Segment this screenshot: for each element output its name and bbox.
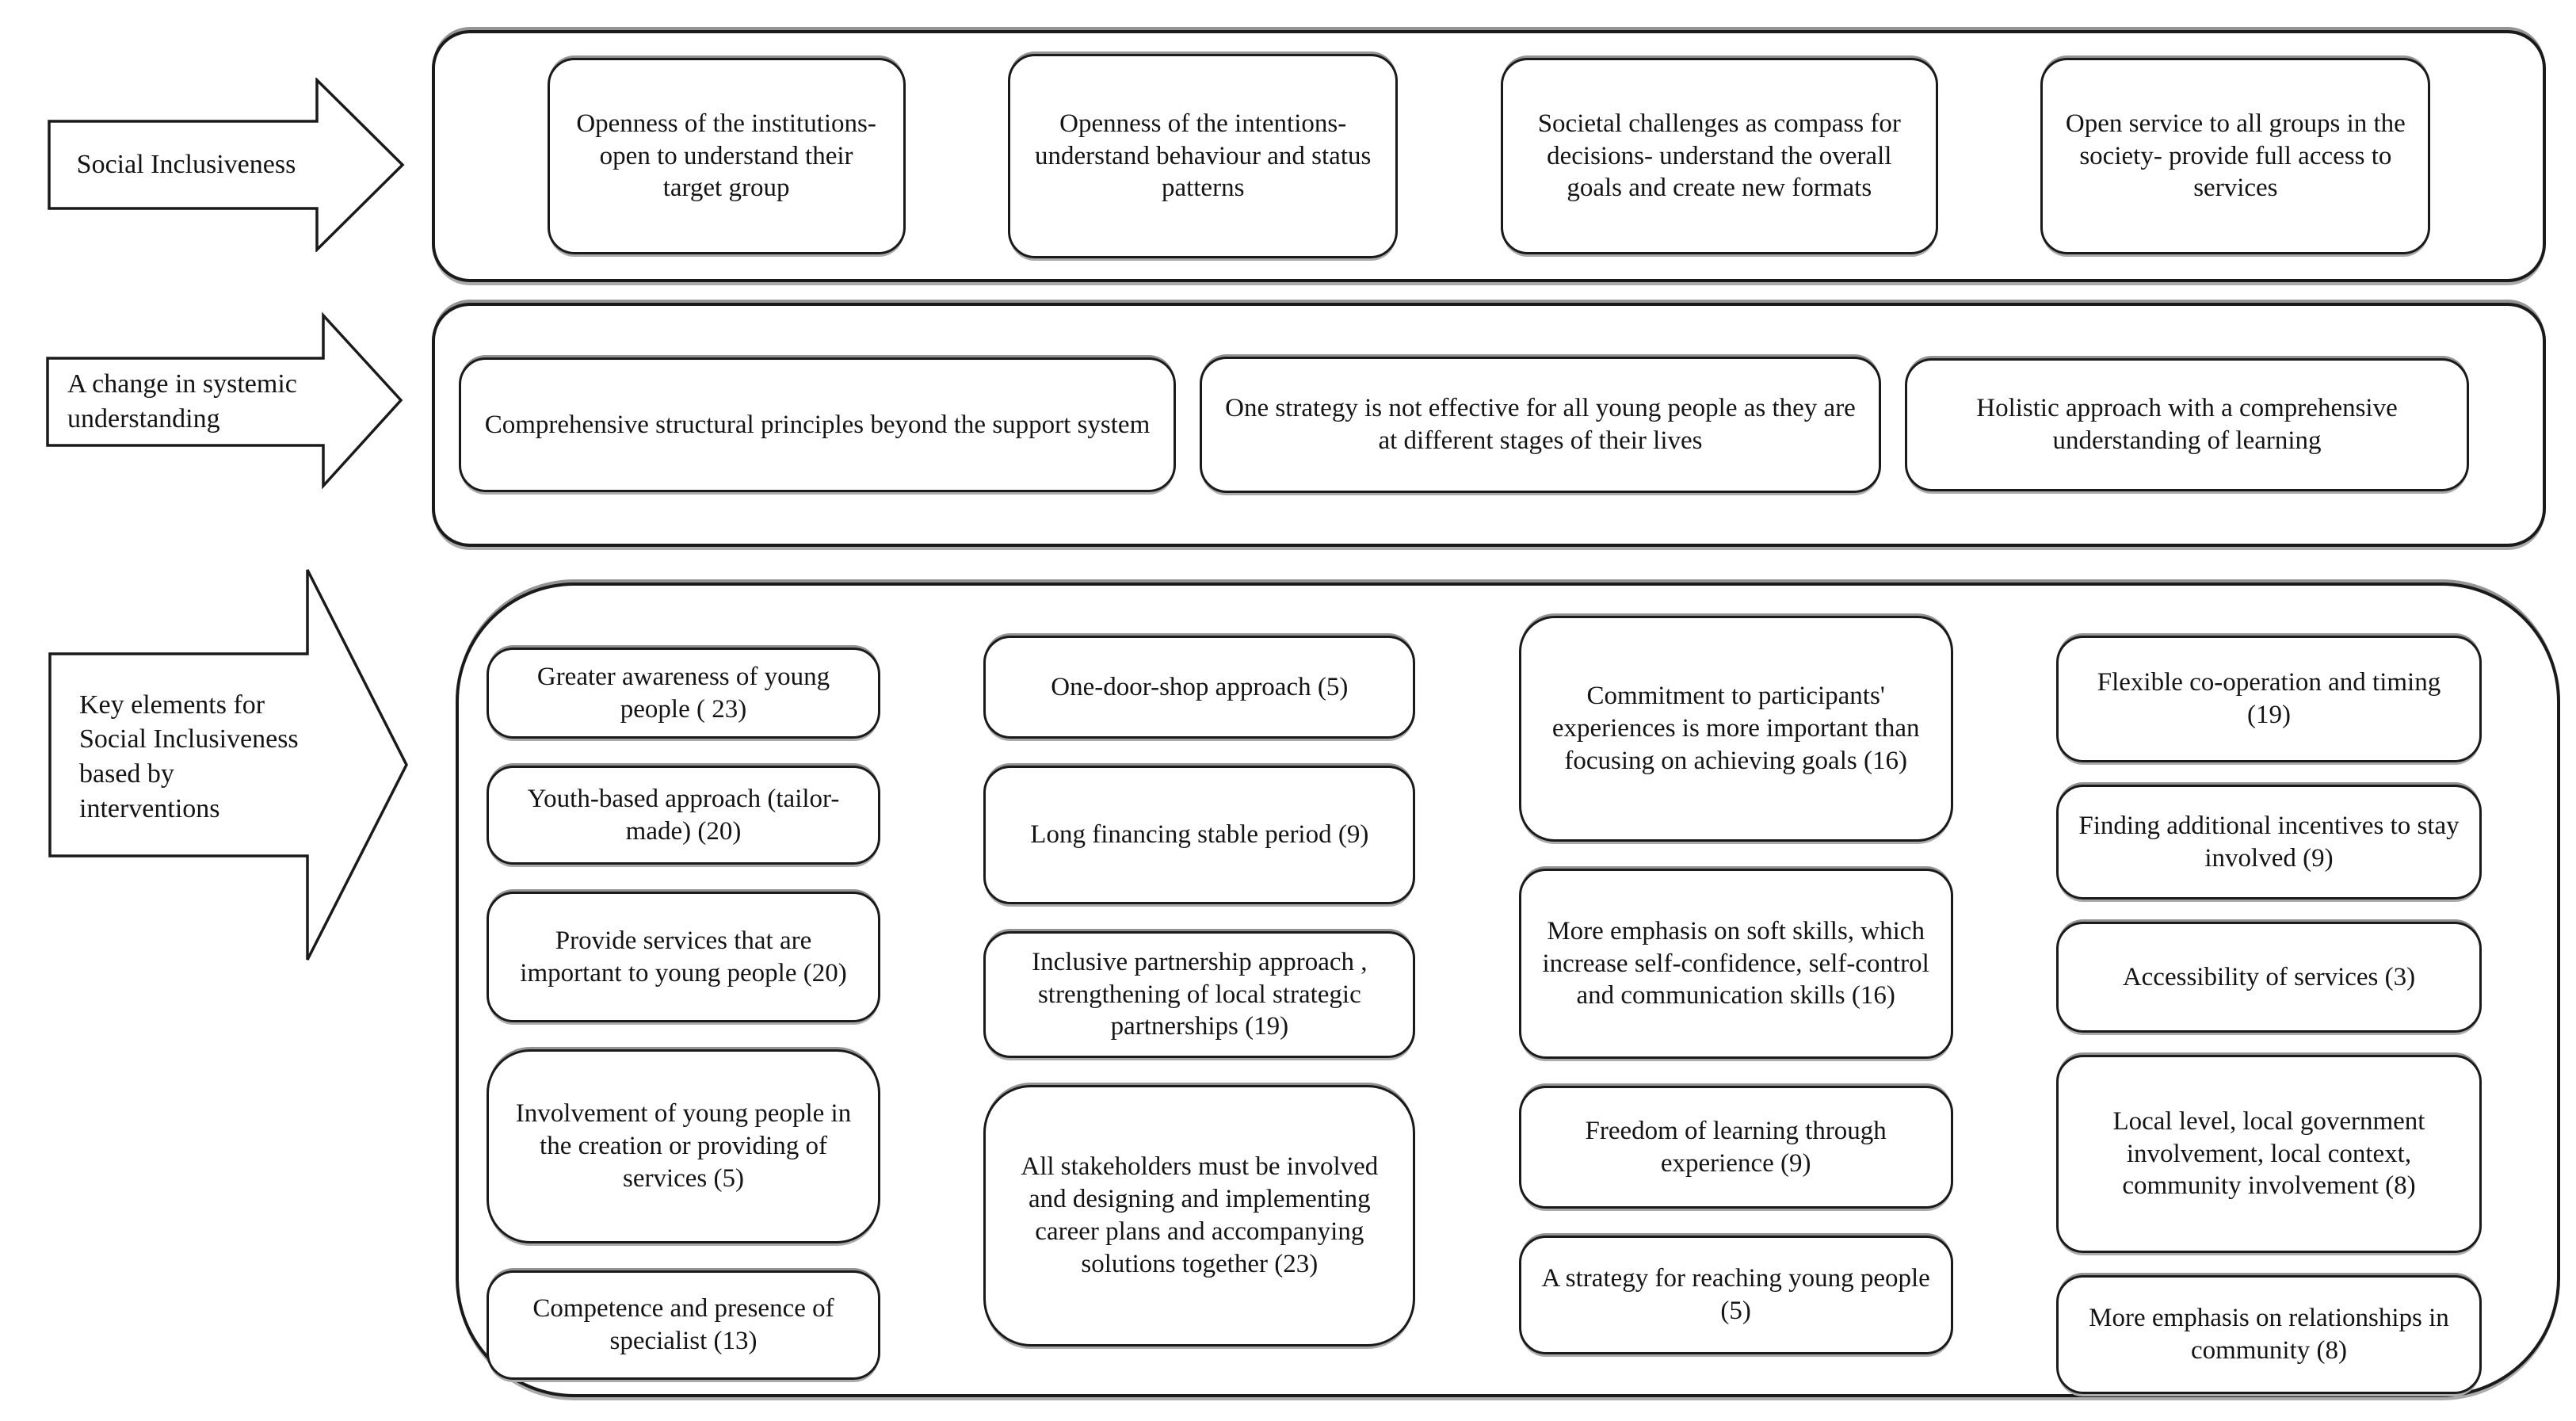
key-element-box: Involvement of young people in the creat… [487, 1049, 880, 1243]
row1-container: Openness of the institutions- open to un… [432, 30, 2546, 282]
flow-box: Holistic approach with a comprehensive u… [1905, 358, 2469, 491]
flow-box: Open service to all groups in the societ… [2040, 58, 2431, 254]
key-element-box: Long financing stable period (9) [983, 766, 1416, 904]
arrow-right-icon [48, 78, 405, 252]
key-element-box: More emphasis on relationships in commun… [2055, 1275, 2482, 1394]
key-element-box: Accessibility of services (3) [2055, 922, 2482, 1033]
key-element-box: One-door-shop approach (5) [983, 636, 1416, 739]
key-element-box: Inclusive partnership approach , strengt… [983, 931, 1416, 1058]
arrow-right-icon [46, 311, 403, 490]
key-element-box: Local level, local government involvemen… [2055, 1055, 2482, 1253]
key-element-box: Flexible co-operation and timing (19) [2055, 636, 2482, 762]
row2-arrow-label: A change in systemic understanding [67, 369, 297, 434]
key-element-box: Commitment to participants' experiences … [1518, 616, 1953, 842]
key-element-box: Provide services that are important to y… [487, 892, 880, 1022]
row2-container: Comprehensive structural principles beyo… [432, 303, 2546, 547]
key-element-box: A strategy for reaching young people (5) [1518, 1236, 1953, 1354]
key-elements-column-3: Commitment to participants' experiences … [1518, 616, 1953, 1394]
key-element-box: Greater awareness of young people ( 23) [487, 647, 880, 739]
key-elements-column-4: Flexible co-operation and timing (19) Fi… [2055, 636, 2482, 1394]
key-element-box: Competence and presence of specialist (1… [487, 1270, 880, 1380]
row1-arrow-label: Social Inclusiveness [76, 150, 296, 180]
key-element-box: Finding additional incentives to stay in… [2055, 785, 2482, 900]
arrow-right-icon [48, 569, 408, 961]
flow-box: Openness of the intentions- understand b… [1008, 54, 1399, 258]
key-elements-column-2: One-door-shop approach (5) Long financin… [983, 636, 1416, 1394]
flow-box: Openness of the institutions- open to un… [547, 58, 906, 254]
flow-box: Comprehensive structural principles beyo… [459, 357, 1176, 492]
key-elements-column-1: Greater awareness of young people ( 23) … [487, 647, 880, 1394]
row3-container: Greater awareness of young people ( 23) … [456, 583, 2560, 1397]
key-element-box: Youth-based approach (tailor-made) (20) [487, 766, 880, 865]
row3-arrow-label: Key elements for Social Inclusiveness ba… [79, 689, 299, 823]
flow-box: Societal challenges as compass for decis… [1500, 58, 1938, 254]
flow-box: One strategy is not effective for all yo… [1200, 357, 1881, 493]
key-element-box: All stakeholders must be involved and de… [983, 1085, 1416, 1347]
key-element-box: More emphasis on soft skills, which incr… [1518, 869, 1953, 1059]
key-element-box: Freedom of learning through experience (… [1518, 1086, 1953, 1209]
